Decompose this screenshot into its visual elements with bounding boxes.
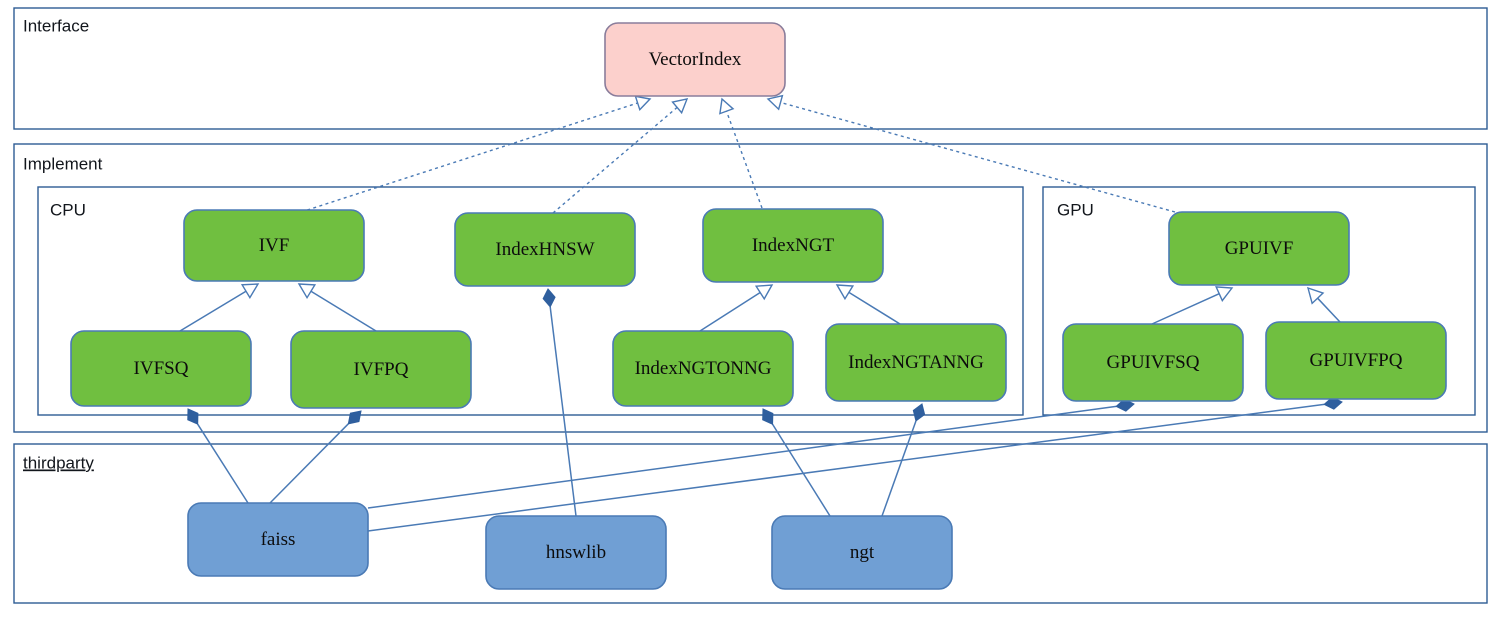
edge-line — [771, 423, 831, 517]
edge-ngt-to-indexngtonng — [762, 408, 831, 517]
group-label-thirdparty: thirdparty — [23, 453, 94, 472]
edge-line — [780, 101, 1176, 213]
group-label-cpu: CPU — [50, 200, 86, 219]
edge-line — [1317, 297, 1341, 323]
node-gpuivf[interactable]: GPUIVF — [1168, 211, 1350, 286]
node-ngt[interactable]: ngt — [771, 515, 953, 590]
node-label-vectorindex: VectorIndex — [649, 49, 742, 70]
node-box-indexngt[interactable] — [702, 208, 884, 283]
node-box-gpuivfpq[interactable] — [1265, 321, 1447, 400]
edge-line — [549, 306, 577, 517]
node-box-gpuivf[interactable] — [1168, 211, 1350, 286]
node-box-ivfpq[interactable] — [290, 330, 472, 409]
edge-hnswlib-to-indexhnsw — [542, 288, 577, 517]
node-box-ivf[interactable] — [183, 209, 365, 282]
node-label-gpuivf: GPUIVF — [1225, 238, 1294, 259]
node-box-indexhnsw[interactable] — [454, 212, 636, 287]
edge-line — [367, 405, 1117, 509]
generalization-arrowhead-icon — [1215, 286, 1234, 302]
realization-arrowhead-icon — [766, 94, 784, 111]
edge-faiss-to-ivfsq — [187, 408, 249, 504]
edge-line — [881, 420, 917, 517]
edge-gpuivfpq-to-gpuivf — [1306, 286, 1341, 323]
realization-arrowhead-icon — [634, 95, 652, 111]
edge-line — [848, 291, 901, 325]
generalization-arrowhead-icon — [297, 283, 317, 300]
edge-line — [294, 102, 638, 215]
node-indexngt[interactable]: IndexNGT — [702, 208, 884, 283]
node-hnswlib[interactable]: hnswlib — [485, 515, 667, 590]
node-box-faiss[interactable] — [187, 502, 369, 577]
composition-diamond-icon — [912, 403, 926, 422]
edge-ivfsq-to-ivf — [179, 283, 260, 332]
group-label-gpu: GPU — [1057, 200, 1094, 219]
node-label-ivfsq: IVFSQ — [134, 358, 189, 379]
composition-diamond-icon — [187, 408, 199, 425]
node-label-indexngtonng: IndexNGTONNG — [635, 358, 772, 379]
node-faiss[interactable]: faiss — [187, 502, 369, 577]
edge-line — [310, 290, 377, 332]
edge-line — [699, 291, 761, 332]
composition-diamond-icon — [762, 408, 774, 426]
node-gpuivfsq[interactable]: GPUIVFSQ — [1062, 323, 1244, 402]
node-indexngtonng[interactable]: IndexNGTONNG — [612, 330, 794, 407]
realization-arrowhead-icon — [671, 98, 689, 115]
node-ivfpq[interactable]: IVFPQ — [290, 330, 472, 409]
edge-layer — [179, 94, 1343, 532]
node-box-ngt[interactable] — [771, 515, 953, 590]
edge-line — [552, 106, 678, 214]
node-label-faiss: faiss — [261, 529, 296, 550]
node-label-ivfpq: IVFPQ — [354, 359, 409, 380]
edge-line — [367, 403, 1325, 532]
generalization-arrowhead-icon — [835, 284, 855, 301]
node-label-hnswlib: hnswlib — [546, 542, 606, 563]
node-ivfsq[interactable]: IVFSQ — [70, 330, 252, 407]
node-box-indexngtonng[interactable] — [612, 330, 794, 407]
node-indexngtanng[interactable]: IndexNGTANNG — [825, 323, 1007, 402]
node-label-ngt: ngt — [850, 542, 875, 563]
node-box-vectorindex[interactable] — [604, 22, 786, 97]
node-label-indexngtanng: IndexNGTANNG — [848, 352, 984, 373]
node-vectorindex[interactable]: VectorIndex — [604, 22, 786, 97]
composition-diamond-icon — [347, 410, 362, 425]
edge-line — [179, 290, 247, 332]
generalization-arrowhead-icon — [754, 284, 774, 301]
node-box-indexngtanng[interactable] — [825, 323, 1007, 402]
node-box-hnswlib[interactable] — [485, 515, 667, 590]
node-label-indexngt: IndexNGT — [752, 235, 835, 256]
composition-diamond-icon — [542, 288, 556, 308]
edge-ngt-to-indexngtanng — [881, 403, 926, 517]
node-label-ivf: IVF — [259, 235, 290, 256]
group-label-interface: Interface — [23, 16, 89, 35]
node-label-gpuivfsq: GPUIVFSQ — [1107, 352, 1200, 373]
edge-line — [269, 423, 349, 504]
edge-indexhnsw-to-vectorindex — [552, 98, 689, 214]
generalization-arrowhead-icon — [1306, 286, 1325, 305]
group-label-implement: Implement — [23, 154, 103, 173]
edge-line — [1151, 293, 1220, 325]
edge-faiss-to-ivfpq — [269, 410, 362, 504]
edge-ivf-to-vectorindex — [294, 95, 652, 215]
node-label-gpuivfpq: GPUIVFPQ — [1310, 350, 1403, 371]
edge-gpuivfsq-to-gpuivf — [1151, 286, 1234, 325]
edge-indexngtanng-to-indexngt — [835, 284, 901, 325]
edge-indexngt-to-vectorindex — [719, 97, 763, 209]
node-box-ivfsq[interactable] — [70, 330, 252, 407]
generalization-arrowhead-icon — [240, 283, 260, 300]
edge-indexngtonng-to-indexngt — [699, 284, 774, 332]
node-ivf[interactable]: IVF — [183, 209, 365, 282]
edge-line — [197, 423, 249, 504]
node-indexhnsw[interactable]: IndexHNSW — [454, 212, 636, 287]
node-box-gpuivfsq[interactable] — [1062, 323, 1244, 402]
edge-ivfpq-to-ivf — [297, 283, 377, 332]
edge-line — [725, 110, 763, 209]
edge-gpuivf-to-vectorindex — [766, 94, 1176, 213]
node-label-indexhnsw: IndexHNSW — [495, 239, 594, 260]
realization-arrowhead-icon — [719, 97, 735, 115]
node-gpuivfpq[interactable]: GPUIVFPQ — [1265, 321, 1447, 400]
